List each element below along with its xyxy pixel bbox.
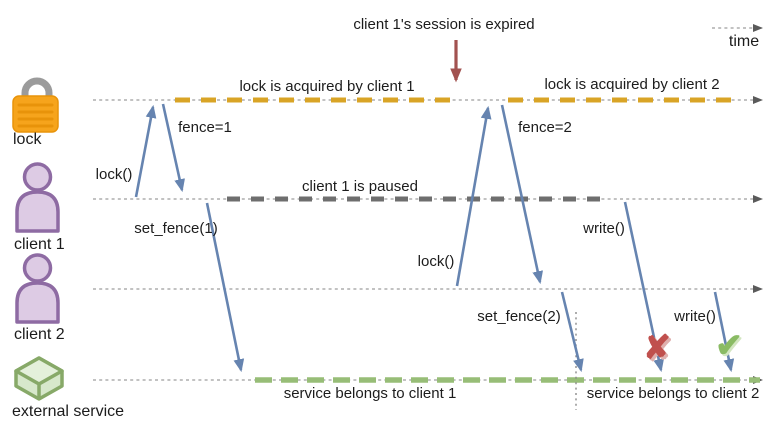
write1-message-label: write(): [583, 220, 625, 237]
lock-icon: [12, 77, 59, 133]
external-service-cube-icon: [14, 356, 64, 401]
lane-label-external-service: external service: [12, 403, 125, 420]
set-fence1-arrow: [205, 202, 245, 373]
service-belongs-client2-label: service belongs to client 2: [586, 385, 760, 402]
fence2-response-arrow: [500, 104, 544, 285]
write1-arrow: [623, 201, 665, 373]
lock2-message-label: lock(): [417, 253, 455, 270]
lock1-message-label: lock(): [95, 166, 133, 183]
lock-acquired-client2-label: lock is acquired by client 2: [544, 76, 720, 93]
lane-label-client2: client 2: [14, 326, 65, 343]
lock1-request-arrow: [134, 104, 157, 198]
lock2-request-arrow: [455, 105, 492, 287]
lock-acquired-client1-label: lock is acquired by client 1: [239, 78, 415, 95]
lane-label-client1: client 1: [14, 236, 65, 253]
write-accepted-check-icon: ✔: [715, 326, 743, 364]
lane-label-lock: lock: [13, 131, 42, 148]
fence1-response-arrow: [161, 103, 185, 193]
set-fence2-arrow: [560, 291, 584, 373]
set-fence1-message-label: set_fence(1): [134, 220, 218, 237]
write2-arrow: [713, 291, 735, 373]
service-belongs-client1-label: service belongs to client 1: [283, 385, 457, 402]
fence2-message-label: fence=2: [518, 119, 572, 136]
client2-person-icon: [15, 253, 60, 324]
session-expired-label: client 1's session is expired: [353, 16, 535, 33]
client1-paused-label: client 1 is paused: [302, 178, 418, 195]
set-fence2-message-label: set_fence(2): [477, 308, 561, 325]
fence1-message-label: fence=1: [178, 119, 232, 136]
write-rejected-x-icon: ✘: [643, 328, 671, 366]
client1-person-icon: [15, 162, 60, 233]
write2-message-label: write(): [674, 308, 716, 325]
time-axis-label: time: [728, 33, 760, 50]
